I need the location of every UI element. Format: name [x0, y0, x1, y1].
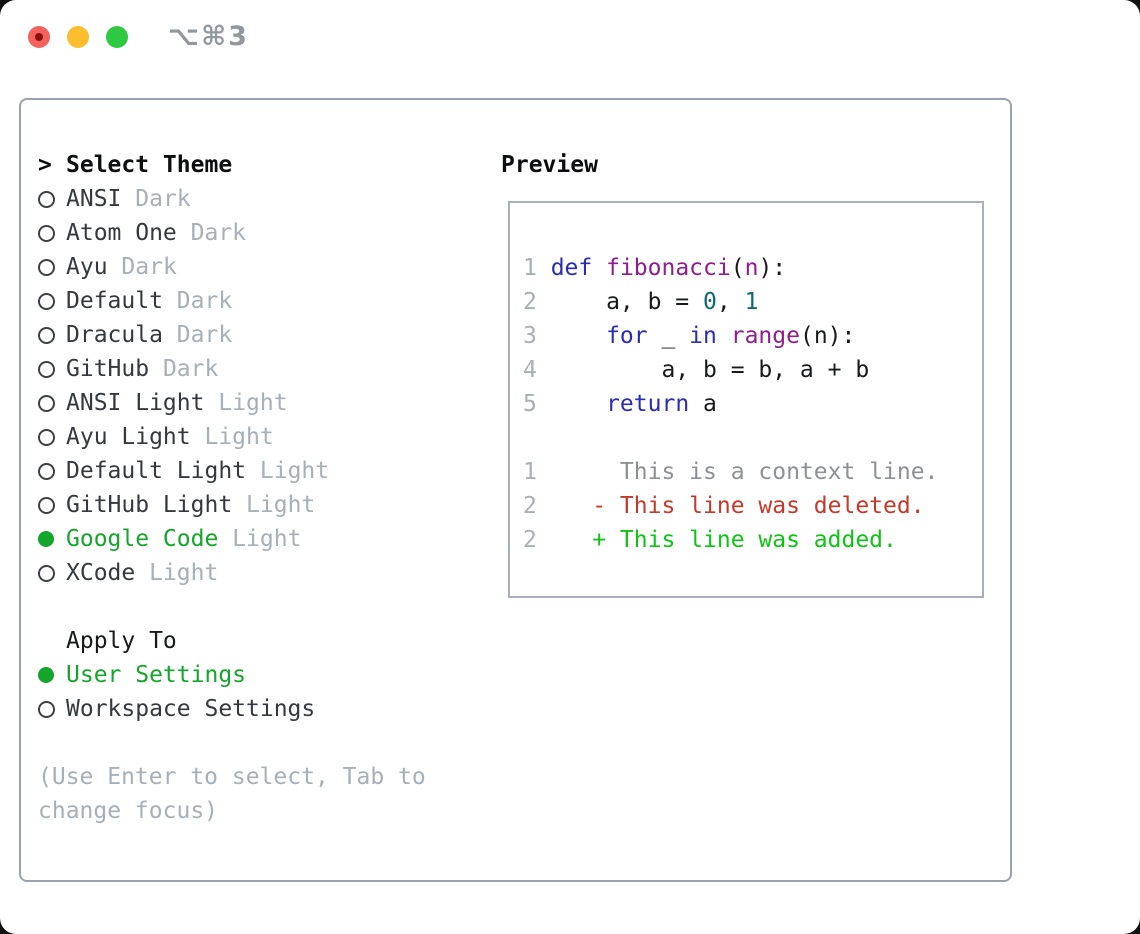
select-theme-header: > Select Theme — [38, 148, 426, 182]
code-diff-spacer — [523, 421, 938, 455]
theme-label: GitHub Dark — [66, 356, 219, 382]
radio-icon — [38, 360, 66, 378]
spacer-row — [38, 590, 426, 624]
theme-option-default-light-light[interactable]: Default Light Light — [38, 454, 426, 488]
theme-label: Ayu Light Light — [66, 424, 274, 450]
radio-icon — [38, 700, 66, 718]
radio-icon — [38, 394, 66, 412]
apply-option-label: Workspace Settings — [66, 696, 316, 722]
diff-line-context: 1 This is a context line. — [523, 459, 939, 485]
radio-icon — [38, 292, 66, 310]
help-text-line-1: (Use Enter to select, Tab to — [38, 764, 426, 790]
spacer-row — [38, 726, 426, 760]
theme-option-ansi-light-light[interactable]: ANSI Light Light — [38, 386, 426, 420]
window-title: ⌥⌘3 — [168, 21, 249, 52]
selected-radio-icon — [38, 531, 66, 547]
close-button[interactable] — [28, 26, 50, 48]
selected-radio-icon — [38, 667, 66, 683]
theme-label: GitHub Light Light — [66, 492, 316, 518]
theme-option-xcode-light[interactable]: XCode Light — [38, 556, 426, 590]
apply-to-title: Apply To — [66, 628, 177, 654]
theme-option-ayu-dark[interactable]: Ayu Dark — [38, 250, 426, 284]
theme-label: ANSI Light Light — [66, 390, 288, 416]
theme-label: Ayu Dark — [66, 254, 177, 280]
theme-label: Default Dark — [66, 288, 233, 314]
preview-title: Preview — [501, 152, 598, 178]
theme-option-github-dark[interactable]: GitHub Dark — [38, 352, 426, 386]
theme-option-github-light-light[interactable]: GitHub Light Light — [38, 488, 426, 522]
help-text-line-2: change focus) — [38, 798, 219, 824]
theme-label: Atom One Dark — [66, 220, 247, 246]
radio-icon — [38, 428, 66, 446]
minimize-button[interactable] — [67, 26, 89, 48]
close-dot-icon — [35, 33, 43, 41]
theme-label: Default Light Light — [66, 458, 330, 484]
radio-icon — [38, 462, 66, 480]
theme-option-dracula-dark[interactable]: Dracula Dark — [38, 318, 426, 352]
radio-icon — [38, 224, 66, 242]
apply-to-header: Apply To — [38, 624, 426, 658]
theme-option-default-dark[interactable]: Default Dark — [38, 284, 426, 318]
theme-label: Google Code Light — [66, 526, 302, 552]
theme-option-atom-one-dark[interactable]: Atom One Dark — [38, 216, 426, 250]
apply-option-user-settings[interactable]: User Settings — [38, 658, 426, 692]
apply-option-workspace-settings[interactable]: Workspace Settings — [38, 692, 426, 726]
select-theme-title: Select Theme — [66, 152, 233, 178]
code-line-5: 5 return a — [523, 391, 717, 417]
apply-option-label: User Settings — [66, 662, 247, 688]
radio-icon — [38, 326, 66, 344]
radio-icon — [38, 496, 66, 514]
theme-option-ansi-dark[interactable]: ANSI Dark — [38, 182, 426, 216]
theme-label: ANSI Dark — [66, 186, 191, 212]
radio-icon — [38, 258, 66, 276]
radio-icon — [38, 190, 66, 208]
theme-option-ayu-light-light[interactable]: Ayu Light Light — [38, 420, 426, 454]
code-line-4: 4 a, b = b, a + b — [523, 357, 870, 383]
diff-line-deleted: 2 - This line was deleted. — [523, 493, 925, 519]
theme-option-google-code-light[interactable]: Google Code Light — [38, 522, 426, 556]
code-line-2: 2 a, b = 0, 1 — [523, 289, 759, 315]
diff-line-added: 2 + This line was added. — [523, 527, 897, 553]
prompt-icon: > — [38, 152, 52, 178]
zoom-button[interactable] — [106, 26, 128, 48]
code-line-3: 3 for _ in range(n): — [523, 323, 856, 349]
theme-label: Dracula Dark — [66, 322, 233, 348]
theme-label: XCode Light — [66, 560, 219, 586]
radio-icon — [38, 564, 66, 582]
